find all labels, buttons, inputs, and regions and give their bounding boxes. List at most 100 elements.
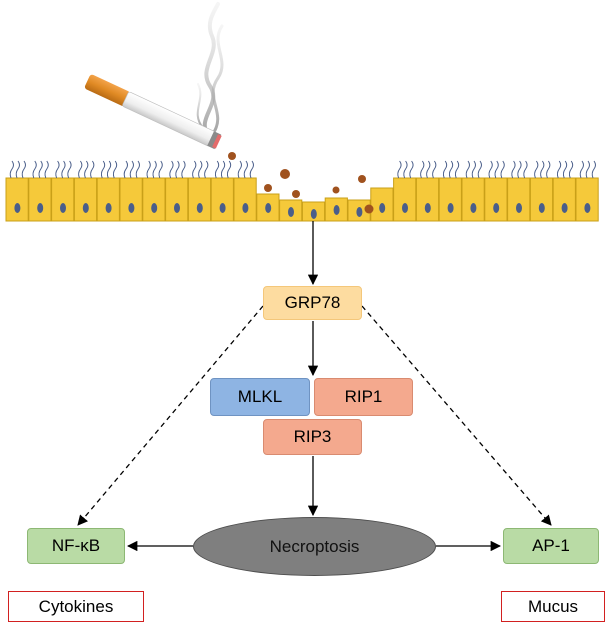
rip1-node: RIP1 [314,378,413,416]
cell-nucleus [538,203,545,213]
epithelial-cell [142,177,166,222]
cilium [488,160,493,179]
cell-nucleus [288,207,294,217]
epithelial-cell [461,177,485,222]
epithelial-cell [393,177,417,222]
cell-nucleus [128,203,135,213]
cigarette-icon [84,74,222,150]
cell-nucleus [60,203,66,213]
cilium [192,160,197,179]
mlkl-node: MLKL [210,378,310,416]
cilium [129,160,134,179]
epithelial-cell [507,177,531,222]
cilium [112,160,118,179]
grp78-node: GRP78 [263,286,362,320]
cilium [21,160,26,179]
epithelial-cell [415,177,440,222]
cilium [546,160,551,179]
cilium [511,160,516,179]
cell-nucleus [447,203,454,213]
epithelial-cell [210,177,234,222]
cilium [146,160,151,179]
cell-nucleus [493,203,500,213]
cilium [568,160,574,179]
cilium [9,160,14,179]
cilium [432,160,437,179]
cilium [465,160,470,179]
pathway-arrows [77,221,552,552]
cilium [591,160,596,179]
cilium [198,160,203,179]
cell-nucleus [379,203,386,213]
smoke-particles [228,152,374,214]
cilium [214,160,220,179]
cilium [123,160,128,179]
cell-nucleus [424,203,431,213]
cell-nucleus [151,203,158,213]
cilium [169,160,174,179]
cell-nucleus [333,205,340,215]
cilium [494,160,499,179]
cilium [226,160,232,179]
necroptosis-node: Necroptosis [193,517,436,576]
cilium [15,160,20,179]
cell-nucleus [196,203,203,213]
cilium [175,160,180,179]
epithelial-cell [165,177,189,222]
cilium [397,160,402,179]
cilium [403,160,408,179]
cell-nucleus [242,203,249,213]
cilium [426,160,431,179]
cilium [55,160,60,179]
cilium [562,160,568,179]
cell-nucleus [219,203,226,213]
epithelial-cell [575,177,599,222]
cilium [84,160,89,179]
cell-nucleus [402,203,408,213]
cilium [442,160,448,179]
airway-epithelium [5,160,599,222]
mucus-outcome: Mucus [501,591,605,622]
cell-nucleus [470,203,477,213]
arrow-grp78-to-nfkb [77,305,264,526]
cilium [61,160,66,179]
cilium [38,160,43,179]
epithelial-cell [73,177,98,222]
cilium [181,160,186,179]
epithelial-cell [5,177,29,222]
cell-nucleus [584,203,591,213]
epithelial-cell [119,177,143,222]
cell-nucleus [310,209,317,219]
cilium [579,160,584,179]
cilium [517,160,522,179]
cilium [534,160,539,179]
cilium [585,160,590,179]
rip3-node: RIP3 [263,419,362,455]
cell-nucleus [37,203,44,213]
cilium [100,160,106,179]
cilium [556,160,562,179]
cilium [220,160,226,179]
cilium [32,160,37,179]
cilium [135,160,140,179]
cell-nucleus [265,203,272,213]
epithelial-cell [552,177,576,222]
epithelial-cell [529,177,554,222]
ap1-node: AP-1 [503,528,599,564]
epithelial-cell [96,177,120,222]
arrow-grp78-to-ap1 [361,305,552,526]
cell-nucleus [174,203,180,213]
cilium [448,160,454,179]
cilium [500,160,505,179]
cilium [90,160,95,179]
cell-nucleus [561,203,568,213]
cilium [477,160,482,179]
cilium [243,160,248,179]
epithelial-cell [28,177,52,222]
nfkb-node: NF-κB [27,528,125,564]
cell-nucleus [356,207,363,217]
smoke-icon [196,2,224,137]
epithelial-cell [438,177,462,222]
epithelial-cell [484,177,508,222]
